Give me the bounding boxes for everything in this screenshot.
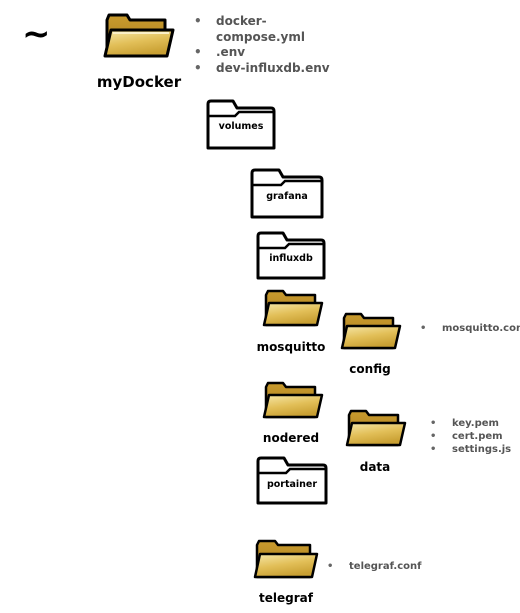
home-symbol: ~ <box>22 14 51 54</box>
mydocker-file-list: docker- compose.yml .env dev-influxdb.en… <box>194 14 330 76</box>
mydocker-folder-icon[interactable] <box>103 12 175 62</box>
telegraf-file-list: telegraf.conf <box>327 560 421 573</box>
nodered-folder-icon[interactable] <box>262 380 324 422</box>
file-mosquitto-conf: mosquitto.conf <box>420 322 520 335</box>
grafana-folder-icon[interactable] <box>249 167 325 221</box>
config-folder-label: config <box>349 362 391 376</box>
file-telegraf-conf: telegraf.conf <box>327 560 421 573</box>
file-cert-pem: cert.pem <box>430 430 511 443</box>
file-dev-influxdb-env: dev-influxdb.env <box>194 61 330 77</box>
mosquitto-folder-icon[interactable] <box>262 288 324 330</box>
file-docker-compose-line1: docker- <box>194 14 330 30</box>
config-folder-icon[interactable] <box>340 311 402 353</box>
file-settings-js: settings.js <box>430 443 511 456</box>
mydocker-folder-label: myDocker <box>96 73 182 91</box>
data-folder-icon[interactable] <box>345 408 407 450</box>
portainer-folder-icon[interactable] <box>255 455 329 507</box>
data-folder-label: data <box>359 460 391 474</box>
influxdb-folder-label: influxdb <box>269 253 313 264</box>
influxdb-folder-icon[interactable] <box>255 230 327 282</box>
telegraf-folder-icon[interactable] <box>253 538 319 582</box>
telegraf-folder-label: telegraf <box>259 591 313 605</box>
file-env: .env <box>194 45 330 61</box>
file-key-pem: key.pem <box>430 417 511 430</box>
data-file-list: key.pem cert.pem settings.js <box>430 417 511 456</box>
portainer-folder-label: portainer <box>266 479 318 490</box>
volumes-folder-icon[interactable] <box>205 98 277 152</box>
config-file-list: mosquitto.conf <box>420 322 520 335</box>
volumes-folder-label: volumes <box>218 121 264 132</box>
grafana-folder-label: grafana <box>266 191 308 202</box>
mosquitto-folder-label: mosquitto <box>256 340 326 354</box>
nodered-folder-label: nodered <box>262 431 320 445</box>
file-docker-compose-line2: compose.yml <box>216 29 305 44</box>
